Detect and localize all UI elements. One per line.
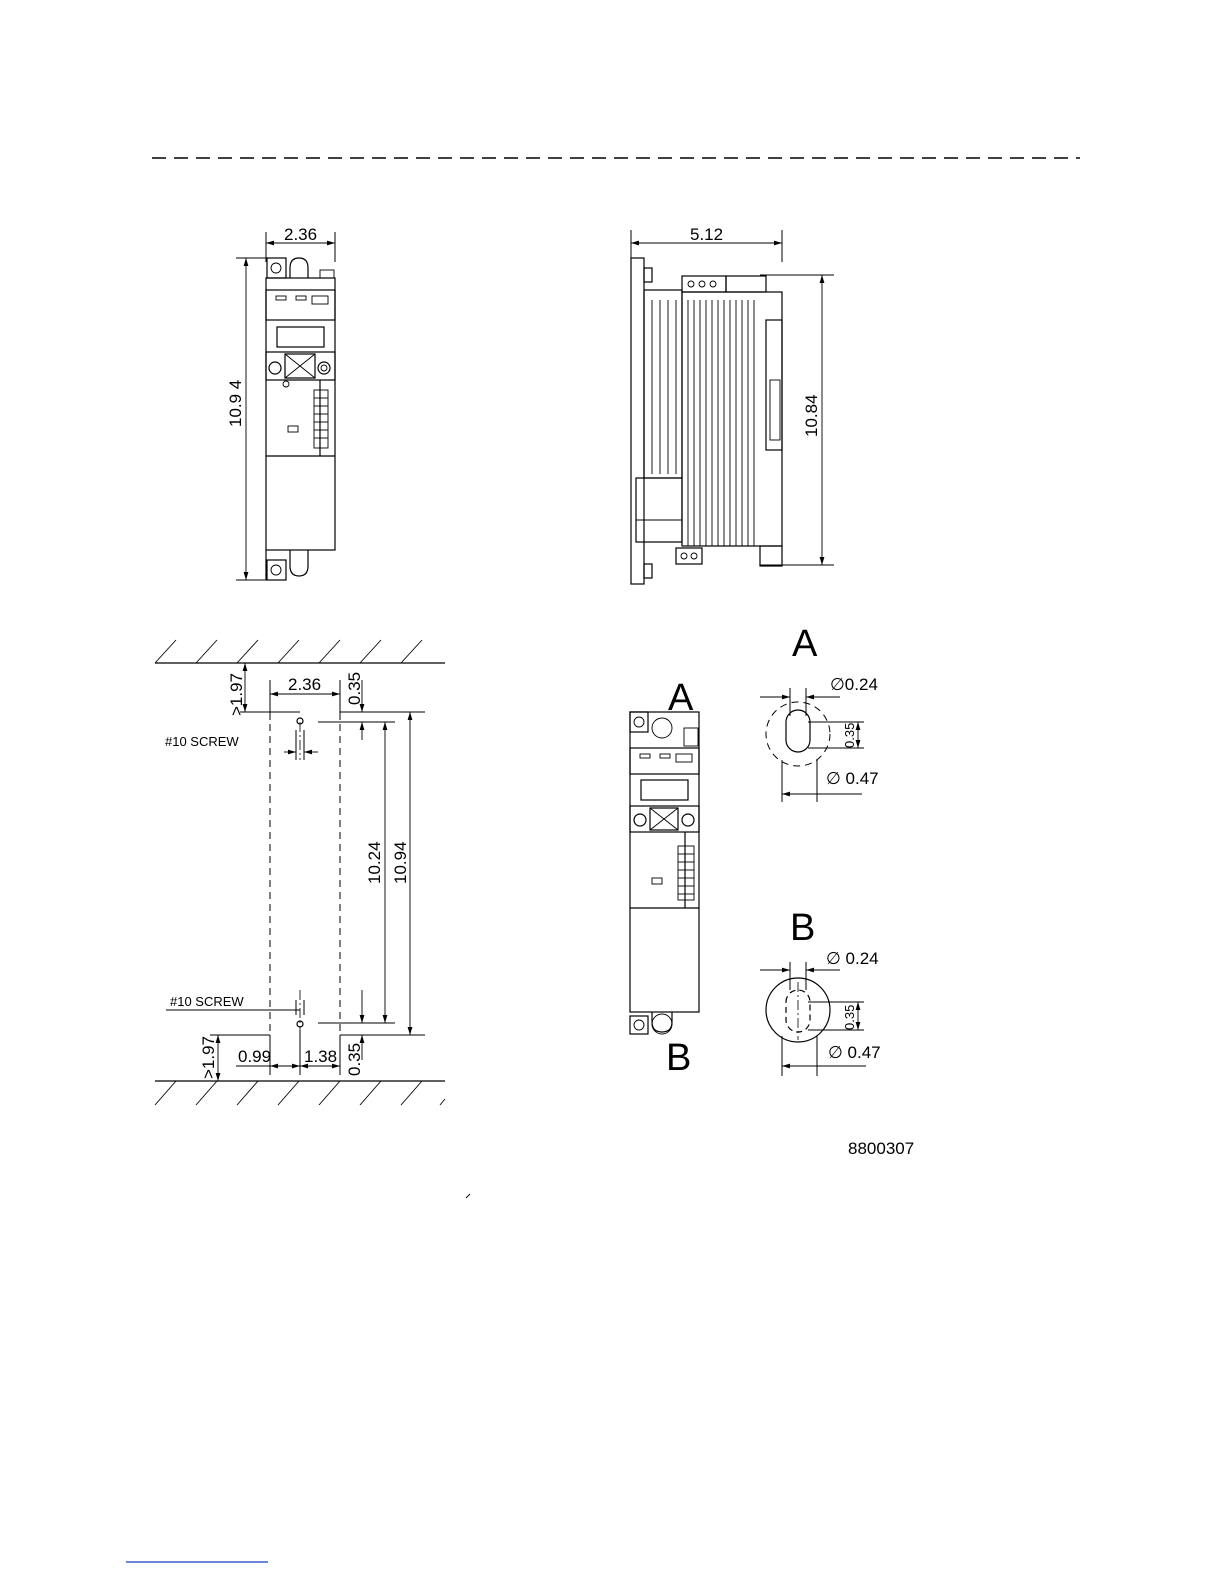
detail-b: B ∅ 0.24 0.35 ∅ 0.47	[760, 907, 881, 1076]
front-height-dim: 10.9 4	[226, 380, 245, 427]
top-clearance: >1.97	[227, 673, 246, 716]
detail-a: A ∅0.24 0.35 ∅ 0.47	[760, 623, 879, 802]
detail-a-large-dia: ∅ 0.47	[826, 769, 879, 788]
screw-bottom-label: #10 SCREW	[170, 994, 244, 1009]
detail-a-slot: 0.35	[842, 723, 857, 748]
screw-top-label: #10 SCREW	[165, 734, 239, 749]
top-offset-dim: 0.35	[345, 672, 364, 705]
detail-b-large-dia: ∅ 0.47	[828, 1043, 881, 1062]
edge-offset-dim: 0.99	[238, 1047, 271, 1066]
bottom-clearance: >1.97	[199, 1036, 218, 1079]
callout-b: B	[666, 1037, 691, 1079]
overall-height-dim: 10.94	[391, 841, 410, 884]
front-view: 2.36 10.9 4	[226, 225, 335, 580]
hole-spacing-dim: 10.24	[365, 841, 384, 884]
stray-mark	[466, 1194, 470, 1198]
detail-a-small-dia: ∅0.24	[830, 675, 878, 694]
mount-width-dim: 2.36	[288, 675, 321, 694]
drawing-number: 8800307	[848, 1139, 914, 1158]
callout-view: A B	[630, 677, 699, 1079]
mid-offset-dim: 1.38	[304, 1047, 337, 1066]
side-depth-dim: 5.12	[690, 225, 723, 244]
mounting-layout: >1.97 2.36 0.35 #10 SCREW 10.24 10.94	[155, 640, 445, 1105]
detail-b-letter: B	[790, 907, 815, 949]
front-width-dim: 2.36	[284, 225, 317, 244]
detail-a-letter: A	[792, 623, 818, 665]
bottom-offset-dim: 0.35	[345, 1043, 364, 1076]
detail-b-small-dia: ∅ 0.24	[826, 949, 879, 968]
side-height-dim: 10.84	[802, 394, 821, 437]
callout-a: A	[668, 677, 694, 719]
side-view: 5.12 10.84	[631, 225, 834, 584]
detail-b-slot: 0.35	[842, 1005, 857, 1030]
